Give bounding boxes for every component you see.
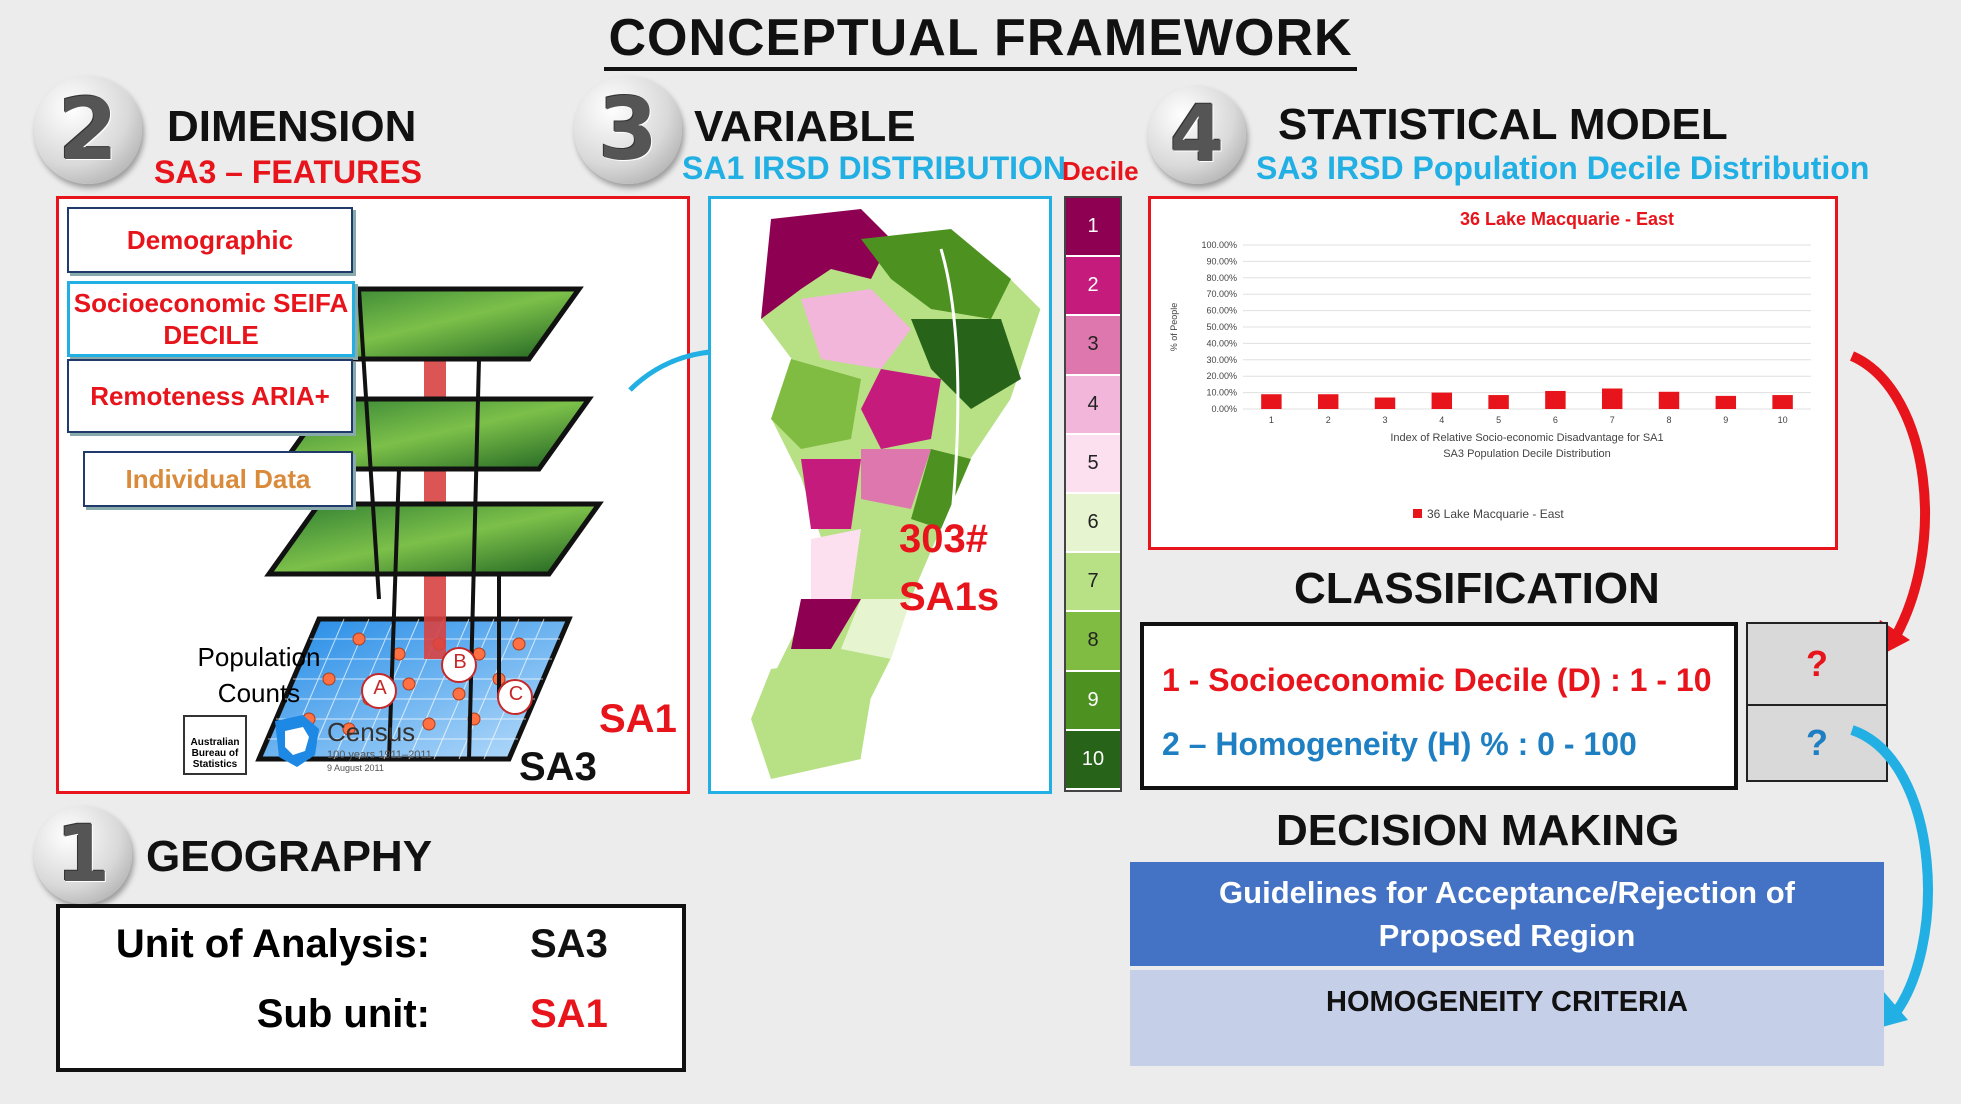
sa1-label: SA1 <box>599 697 677 741</box>
dimension-subheading: SA3 – FEATURES <box>154 154 422 190</box>
census-tagline: 100 years 1911–2011 <box>327 749 432 761</box>
y-tick-label: 10.00% <box>1206 388 1237 398</box>
x-axis-label: Index of Relative Socio-economic Disadva… <box>1390 432 1663 444</box>
x-tick-label: 9 <box>1723 415 1728 425</box>
y-tick-label: 40.00% <box>1206 338 1237 348</box>
y-tick-label: 0.00% <box>1211 404 1237 414</box>
step-1-badge: 1 <box>34 806 132 904</box>
homogeneity-result-box: ? <box>1746 704 1888 782</box>
y-tick-label: 30.00% <box>1206 355 1237 365</box>
bar <box>1772 395 1793 409</box>
decision-making-heading: DECISION MAKING <box>1276 806 1680 855</box>
decile-header: Decile <box>1062 156 1139 186</box>
x-tick-label: 5 <box>1496 415 1501 425</box>
guidelines-box: Guidelines for Acceptance/Rejection of P… <box>1130 862 1884 966</box>
y-tick-label: 80.00% <box>1206 273 1237 283</box>
geography-heading: GEOGRAPHY <box>146 832 433 881</box>
dimension-panel: A B C Demographic Socioeconomic SEIFA DE… <box>56 196 690 794</box>
classification-box: 1 - Socioeconomic Decile (D) : 1 - 10 2 … <box>1140 622 1738 790</box>
decile-legend-item: 1 <box>1066 198 1120 258</box>
step-4-badge: 4 <box>1148 86 1246 184</box>
classification-heading: CLASSIFICATION <box>1294 564 1660 613</box>
statistical-model-subheading: SA3 IRSD Population Decile Distribution <box>1256 150 1870 186</box>
x-tick-label: 8 <box>1666 415 1671 425</box>
decile-legend-item: 9 <box>1066 671 1120 731</box>
bar <box>1658 391 1680 409</box>
bar <box>1488 395 1509 409</box>
step-3-badge: 3 <box>574 76 682 184</box>
x-tick-label: 4 <box>1439 415 1444 425</box>
decile-distribution-chart: 36 Lake Macquarie - East 0.00% 10.00% 20.00… <box>1169 209 1811 521</box>
bar <box>1715 395 1737 409</box>
abs-logo: Australian Bureau of Statistics <box>183 715 247 775</box>
y-tick-label: 50.00% <box>1206 322 1237 332</box>
classification-decile: 1 - Socioeconomic Decile (D) : 1 - 10 <box>1162 662 1712 698</box>
sub-unit-value: SA1 <box>530 992 608 1036</box>
marker-b: B <box>453 651 467 673</box>
bar <box>1317 394 1339 409</box>
decile-legend-item: 6 <box>1066 493 1120 554</box>
decile-legend-item: 5 <box>1066 434 1120 494</box>
y-tick-label: 70.00% <box>1206 289 1237 299</box>
bar <box>1374 397 1396 409</box>
x-tick-label: 10 <box>1778 415 1788 425</box>
page-title: CONCEPTUAL FRAMEWORK <box>0 8 1961 71</box>
dimension-heading: DIMENSION <box>167 102 417 151</box>
decile-legend-item: 8 <box>1066 612 1120 672</box>
callout-remoteness: Remoteness ARIA+ <box>67 359 353 433</box>
legend-label: 36 Lake Macquarie - East <box>1427 507 1564 521</box>
layered-pyramid-illustration <box>255 286 604 762</box>
x-tick-label: 3 <box>1382 415 1387 425</box>
census-date: 9 August 2011 <box>327 763 384 773</box>
decile-legend-item: 4 <box>1066 375 1120 435</box>
y-tick-label: 20.00% <box>1206 371 1237 381</box>
statistical-model-heading: STATISTICAL MODEL <box>1278 100 1728 149</box>
sa1-map-panel: 303# SA1s <box>708 196 1052 794</box>
bar <box>1601 388 1623 409</box>
sub-unit-label: Sub unit: <box>256 992 430 1036</box>
bar <box>1545 390 1566 409</box>
decile-legend-item: 3 <box>1066 316 1120 376</box>
decile-legend-item: 2 <box>1066 257 1120 317</box>
x-tick-label: 6 <box>1553 415 1558 425</box>
x-tick-label: 2 <box>1326 415 1331 425</box>
sa3-label: SA3 <box>519 745 597 789</box>
chart-title: 36 Lake Macquarie - East <box>1460 209 1674 229</box>
y-tick-label: 90.00% <box>1206 256 1237 266</box>
y-tick-label: 100.00% <box>1201 240 1237 250</box>
callout-socioeconomic: Socioeconomic SEIFA DECILE <box>67 281 355 357</box>
sa1-irsd-choropleth-map <box>750 208 1042 780</box>
callout-demographic: Demographic <box>67 207 353 273</box>
marker-a: A <box>373 677 387 699</box>
y-axis-label: % of People <box>1169 303 1179 352</box>
classification-homogeneity: 2 – Homogeneity (H) % : 0 - 100 <box>1162 726 1637 762</box>
callout-individual-data: Individual Data <box>83 451 353 507</box>
variable-heading: VARIABLE <box>694 102 916 151</box>
decile-result-box: ? <box>1746 622 1888 706</box>
guidelines-text: Guidelines for Acceptance/Rejection of P… <box>1219 874 1795 953</box>
map-unit: SA1s <box>899 575 1000 619</box>
y-tick-label: 60.00% <box>1206 306 1237 316</box>
variable-subheading: SA1 IRSD DISTRIBUTION <box>682 150 1067 186</box>
bar <box>1261 394 1282 409</box>
geography-box: Unit of Analysis: SA3 Sub unit: SA1 <box>56 904 686 1072</box>
population-counts-label: Population Counts <box>197 642 321 709</box>
step-2-badge: 2 <box>34 76 142 184</box>
map-count: 303# <box>899 517 988 561</box>
x-axis-sublabel: SA3 Population Decile Distribution <box>1443 448 1611 460</box>
census-logo-text: Census <box>327 717 416 747</box>
decile-legend-item: 10 <box>1066 730 1120 790</box>
census-logo-icon <box>275 715 319 767</box>
legend-swatch <box>1413 509 1422 518</box>
x-tick-label: 1 <box>1269 415 1274 425</box>
x-tick-label: 7 <box>1610 415 1615 425</box>
decile-distribution-chart-panel: 36 Lake Macquarie - East 0.00% 10.00% 20.00… <box>1148 196 1838 550</box>
unit-of-analysis-value: SA3 <box>530 922 608 966</box>
bar <box>1431 392 1453 409</box>
decile-legend-item: 7 <box>1066 553 1120 613</box>
homogeneity-criteria-box: HOMOGENEITY CRITERIA <box>1130 970 1884 1066</box>
marker-c: C <box>508 683 524 705</box>
unit-of-analysis-label: Unit of Analysis: <box>115 922 430 966</box>
